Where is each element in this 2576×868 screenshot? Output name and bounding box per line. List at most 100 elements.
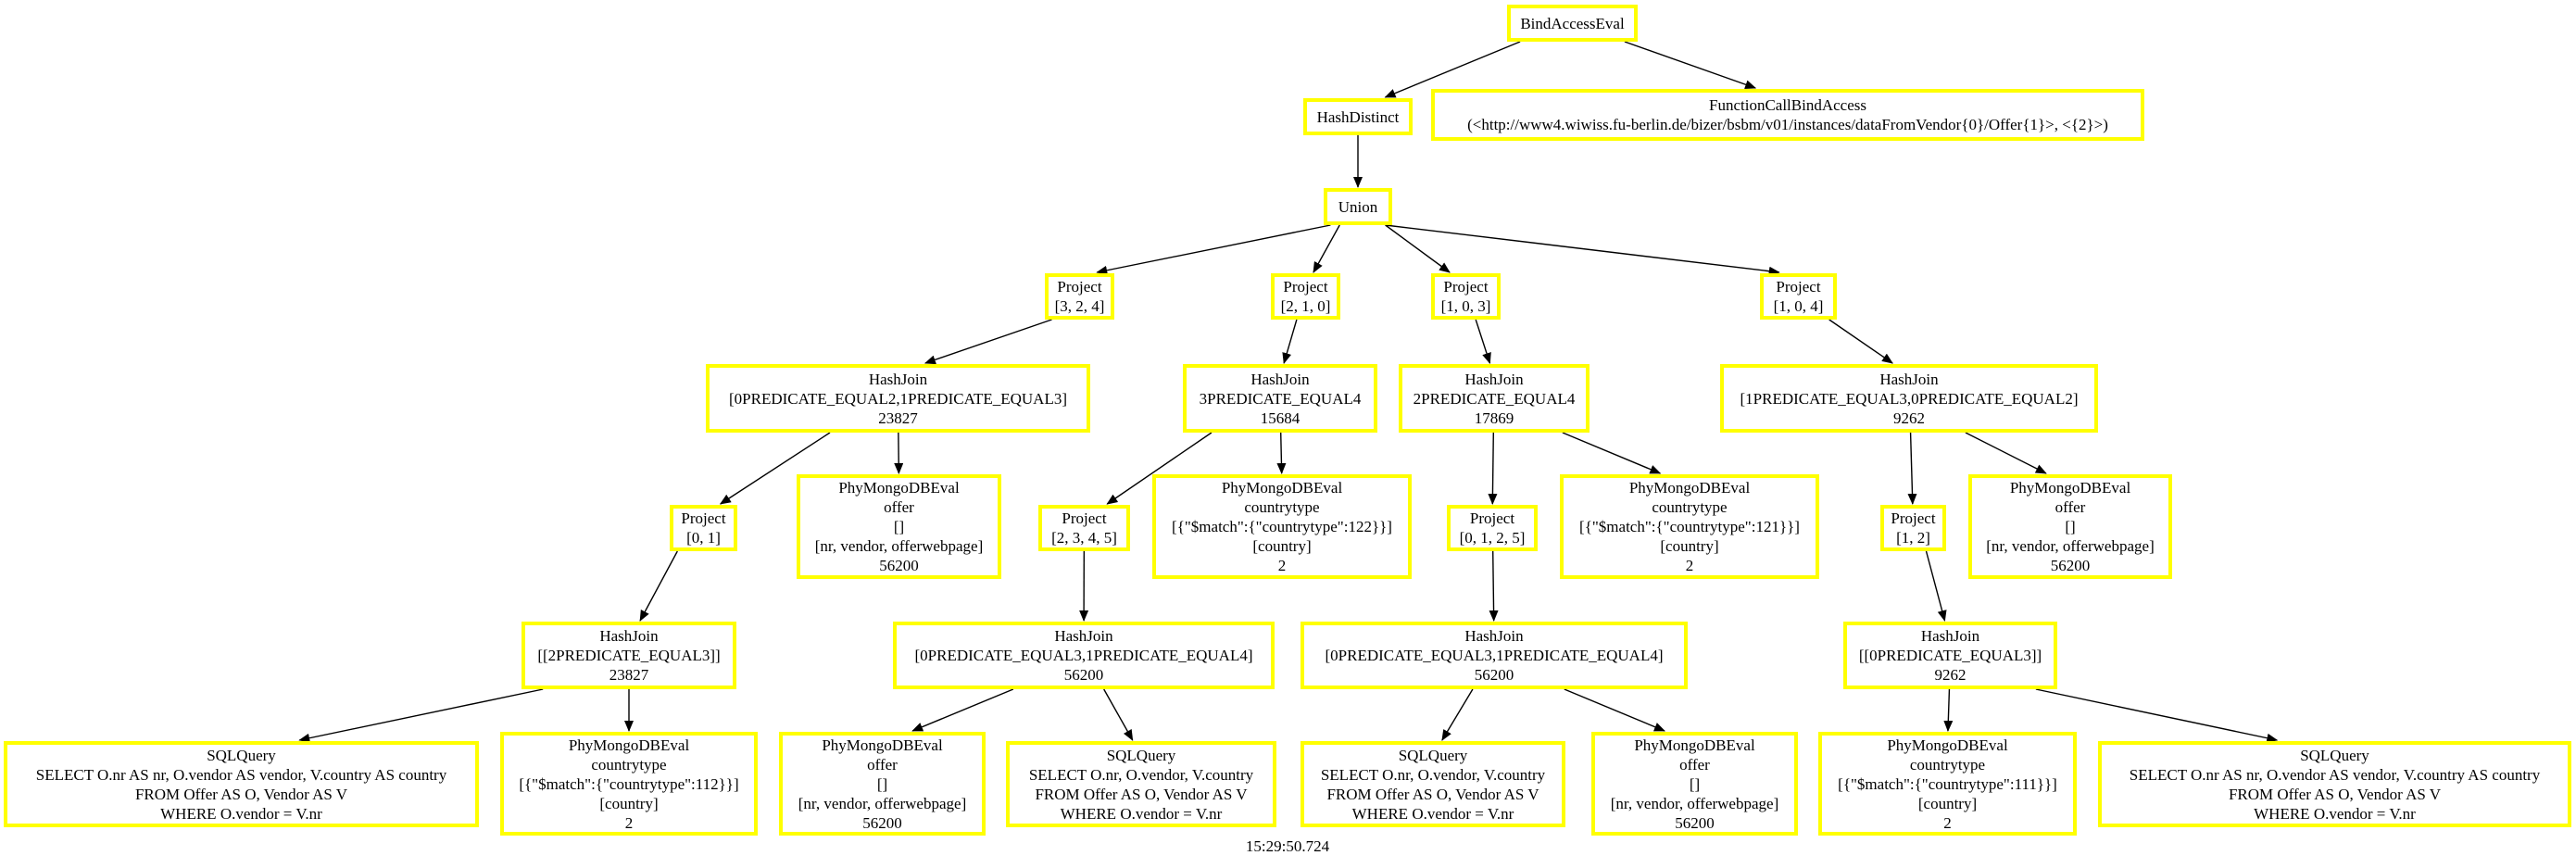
- node-line: offer: [2055, 498, 2086, 516]
- node-line: 2: [624, 813, 634, 832]
- node-project-b: Project[2, 1, 0]: [1271, 273, 1340, 320]
- node-line: WHERE O.vendor = V.nr: [2254, 804, 2416, 823]
- node-hashjoin-a2: HashJoin[[2PREDICATE_EQUAL3]]23827: [521, 622, 736, 689]
- node-line: [0, 1]: [686, 529, 721, 547]
- node-line: HashJoin: [1879, 370, 1939, 388]
- edge-hashjoin-a2-to-sql-a: [298, 688, 544, 743]
- node-line: offer: [1679, 755, 1710, 774]
- edge-hashjoin-b-to-mongo-b: [1276, 432, 1287, 474]
- node-line: [1, 2]: [1896, 529, 1930, 547]
- node-line: [{"$match":{"countrytype":122}}]: [1172, 518, 1392, 535]
- node-bindaccess: BindAccessEval: [1507, 5, 1638, 42]
- edge-project-d2-to-hashjoin-d2: [1925, 550, 1947, 622]
- node-line: Union: [1338, 197, 1378, 216]
- node-line: [{"$match":{"countrytype":111}}]: [1838, 774, 2057, 793]
- edge-project-a2-to-hashjoin-a2: [639, 550, 678, 622]
- edge-union-to-project-a: [1096, 224, 1331, 275]
- node-line: PhyMongoDBEval: [1887, 736, 2008, 754]
- node-line: []: [876, 774, 888, 793]
- node-line: countrytype: [1909, 755, 1986, 774]
- node-line: BindAccessEval: [1520, 14, 1625, 32]
- node-line: [country]: [1660, 537, 1719, 555]
- node-line: 56200: [1474, 666, 1514, 684]
- node-line: 56200: [1675, 813, 1715, 832]
- node-line: SELECT O.nr AS nr, O.vendor AS vendor, V…: [2129, 765, 2541, 784]
- node-line: 15684: [1260, 409, 1301, 427]
- node-line: [{"$match":{"countrytype":121}}]: [1579, 518, 1800, 535]
- node-line: Project: [1443, 278, 1489, 296]
- node-line: FunctionCallBindAccess: [1709, 96, 1866, 114]
- node-line: [nr, vendor, offerwebpage]: [1986, 537, 2155, 555]
- edge-bindaccess-to-hashdistinct: [1384, 41, 1521, 98]
- node-hashjoin-b2: HashJoin [0PREDICATE_EQUAL3,1PREDICATE_EQ…: [893, 622, 1275, 689]
- node-line: [0, 1, 2, 5]: [1459, 529, 1526, 547]
- node-line: FROM Offer AS O, Vendor AS V: [1035, 785, 1248, 803]
- node-hashjoin-d: HashJoin[1PREDICATE_EQUAL3,0PREDICATE_EQ…: [1720, 364, 2098, 433]
- node-line: [2, 3, 4, 5]: [1051, 529, 1117, 547]
- node-project-d: Project[1, 0, 4]: [1760, 273, 1837, 320]
- node-line: FROM Offer AS O, Vendor AS V: [1326, 785, 1539, 803]
- node-hashjoin-d2: HashJoin[[0PREDICATE_EQUAL3]]9262: [1843, 622, 2057, 689]
- edge-hashjoin-c-to-mongo-c: [1562, 432, 1662, 474]
- node-line: [0PREDICATE_EQUAL3,1PREDICATE_EQUAL4]: [914, 647, 1253, 664]
- edge-hashjoin-a-to-mongo-a: [894, 432, 904, 474]
- node-line: HashJoin: [1054, 627, 1113, 645]
- node-line: HashJoin: [1920, 627, 1980, 645]
- node-line: SQLQuery: [2300, 746, 2369, 764]
- node-line: 56200: [862, 813, 902, 832]
- node-line: 2: [1685, 557, 1694, 574]
- edge-hashjoin-c2-to-sql-c: [1441, 688, 1474, 741]
- node-line: [nr, vendor, offerwebpage]: [1610, 794, 1779, 812]
- node-line: PhyMongoDBEval: [822, 736, 943, 754]
- node-line: 9262: [1934, 666, 1967, 684]
- node-line: countrytype: [591, 755, 667, 774]
- edge-hashjoin-d-to-project-d2: [1907, 432, 1917, 505]
- edge-hashjoin-b2-to-mongo-b3: [911, 688, 1014, 732]
- node-line: SQLQuery: [1398, 746, 1468, 764]
- node-line: HashJoin: [1464, 627, 1524, 645]
- node-line: 56200: [2050, 557, 2091, 574]
- node-project-b2: Project[2, 3, 4, 5]: [1038, 505, 1130, 551]
- node-line: [country]: [1917, 794, 1978, 812]
- node-project-c2: Project[0, 1, 2, 5]: [1447, 505, 1538, 551]
- edge-hashjoin-d2-to-mongo-d3: [1943, 688, 1954, 732]
- node-line: FROM Offer AS O, Vendor AS V: [134, 785, 348, 803]
- node-funccall: FunctionCallBindAccess(<http://www4.wiwi…: [1431, 89, 2144, 141]
- node-line: SQLQuery: [207, 746, 276, 764]
- node-line: [nr, vendor, offerwebpage]: [814, 537, 984, 555]
- node-line: WHERE O.vendor = V.nr: [160, 804, 322, 823]
- node-hashjoin-c2: HashJoin [0PREDICATE_EQUAL3,1PREDICATE_EQ…: [1301, 622, 1688, 689]
- edge-union-to-project-d: [1385, 224, 1780, 276]
- node-line: Project: [1776, 278, 1821, 296]
- node-line: [1PREDICATE_EQUAL3,0PREDICATE_EQUAL2]: [1740, 389, 2079, 408]
- node-line: HashJoin: [1250, 370, 1310, 388]
- node-line: countrytype: [1652, 498, 1728, 516]
- node-line: [nr, vendor, offerwebpage]: [798, 794, 967, 812]
- node-line: countrytype: [1244, 498, 1320, 516]
- edge-hashjoin-b-to-project-b2: [1106, 432, 1213, 505]
- node-line: 23827: [878, 409, 918, 427]
- node-line: Project: [681, 509, 726, 527]
- edge-project-c-to-hashjoin-c: [1475, 319, 1491, 364]
- node-line: SQLQuery: [1106, 746, 1176, 764]
- node-hashjoin-a: HashJoin[0PREDICATE_EQUAL2,1PREDICATE_EQ…: [706, 364, 1090, 433]
- node-line: 23827: [609, 666, 649, 684]
- node-line: 2: [1943, 813, 1952, 832]
- node-line: 56200: [879, 557, 919, 574]
- node-union: Union: [1324, 188, 1392, 225]
- node-line: offer: [884, 498, 914, 516]
- node-line: PhyMongoDBEval: [1221, 479, 1343, 497]
- edge-hashjoin-c-to-project-c2: [1488, 432, 1498, 505]
- edge-union-to-project-c: [1385, 224, 1451, 273]
- edge-hashjoin-c2-to-mongo-c3: [1564, 688, 1665, 732]
- node-line: PhyMongoDBEval: [1634, 736, 1755, 754]
- edge-hashjoin-d2-to-sql-d: [2035, 688, 2279, 743]
- node-line: [2, 1, 0]: [1280, 297, 1331, 315]
- node-line: [0PREDICATE_EQUAL3,1PREDICATE_EQUAL4]: [1325, 647, 1664, 664]
